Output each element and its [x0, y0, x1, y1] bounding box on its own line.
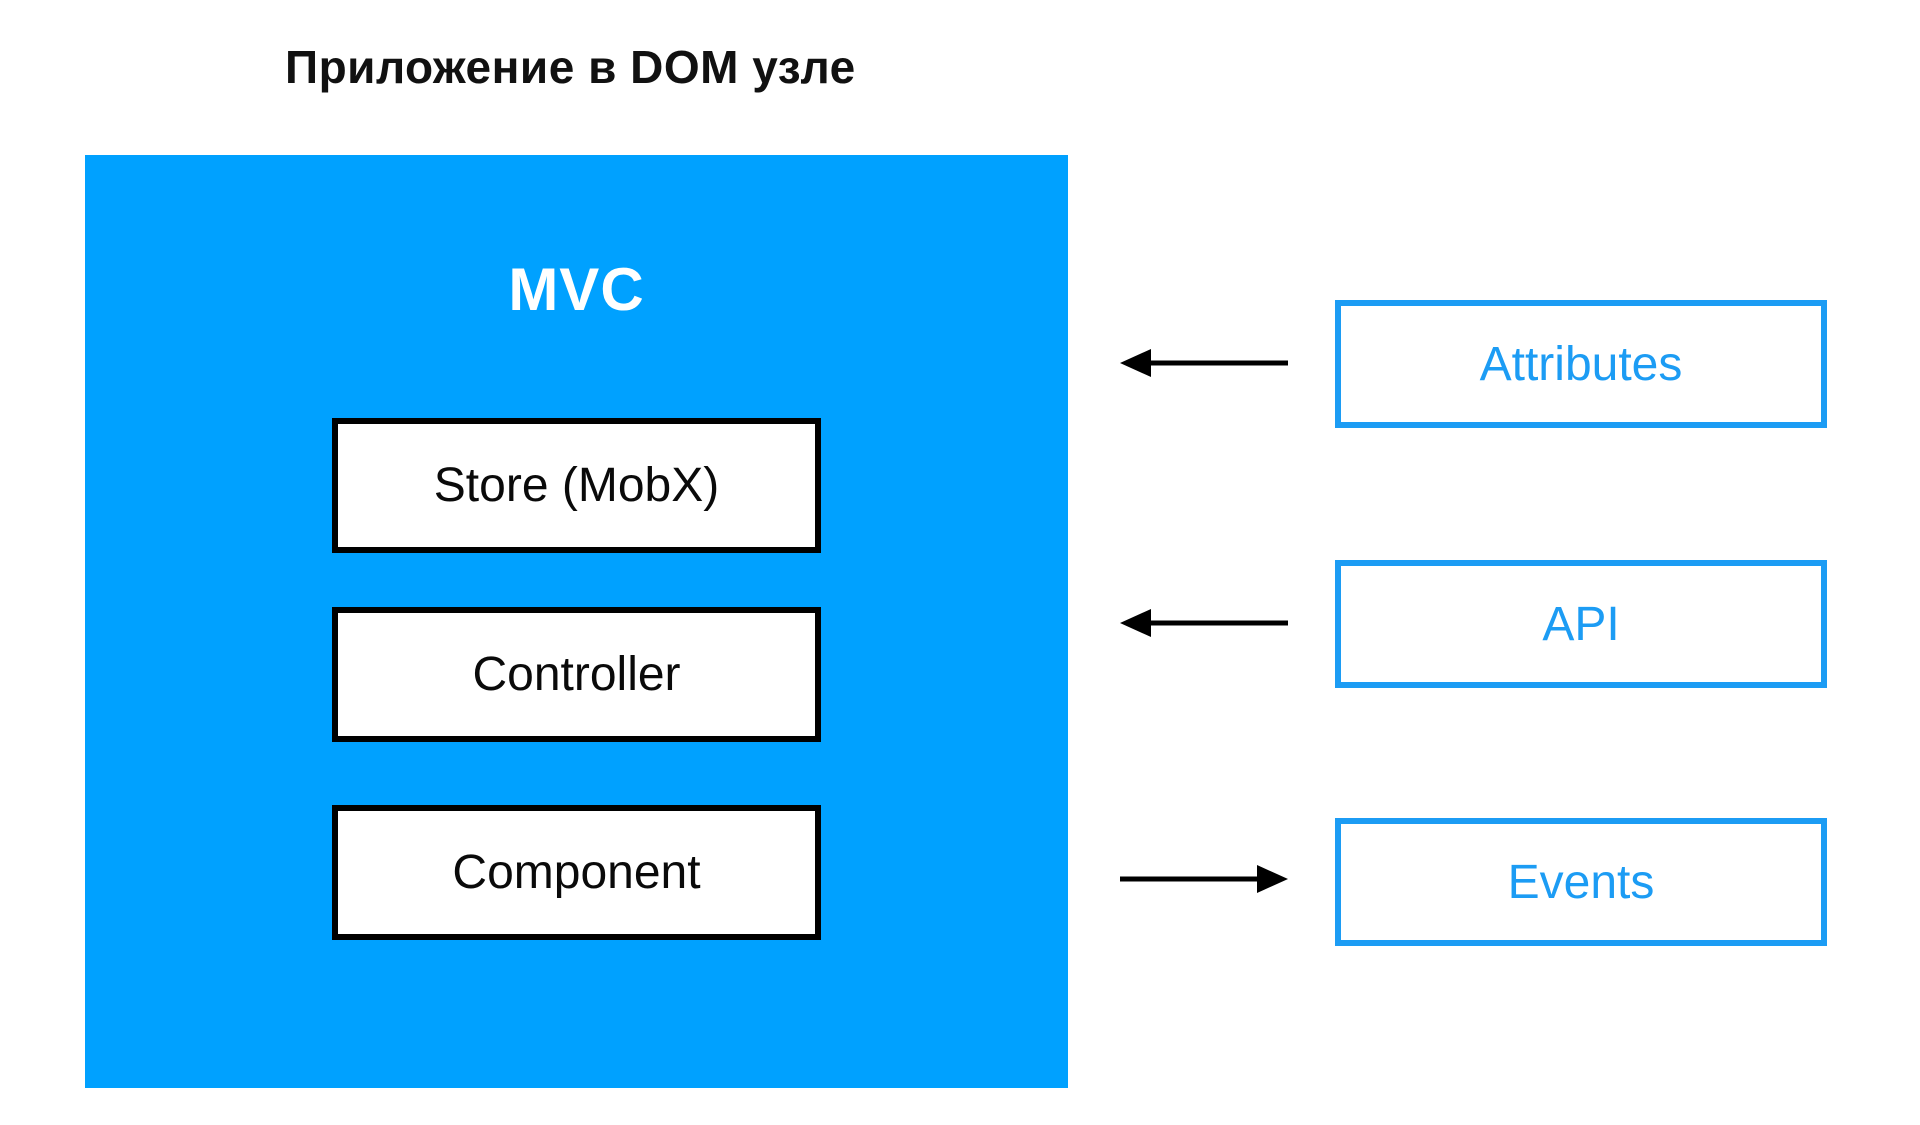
component-box-label: Component: [452, 846, 701, 899]
api-flow-arrow: [1120, 607, 1288, 639]
app-dom-node-block: MVC Store (MobX) Controller Component: [85, 155, 1068, 1088]
controller-box: Controller: [332, 607, 821, 742]
attributes-box: Attributes: [1335, 300, 1827, 428]
store-box: Store (MobX): [332, 418, 821, 553]
left-arrow-icon: [1120, 609, 1288, 637]
api-box: API: [1335, 560, 1827, 688]
right-arrow-icon: [1120, 865, 1288, 893]
diagram-title: Приложение в DOM узле: [285, 41, 856, 93]
store-box-label: Store (MobX): [433, 459, 720, 512]
controller-box-label: Controller: [472, 648, 681, 701]
api-box-label: API: [1542, 597, 1620, 651]
left-arrow-icon: [1120, 349, 1288, 377]
events-box-label: Events: [1507, 855, 1655, 909]
events-flow-arrow: [1120, 863, 1288, 895]
attributes-box-label: Attributes: [1479, 337, 1683, 391]
attributes-flow-arrow: [1120, 347, 1288, 379]
component-box: Component: [332, 805, 821, 940]
mvc-label: MVC: [508, 256, 645, 323]
events-box: Events: [1335, 818, 1827, 946]
